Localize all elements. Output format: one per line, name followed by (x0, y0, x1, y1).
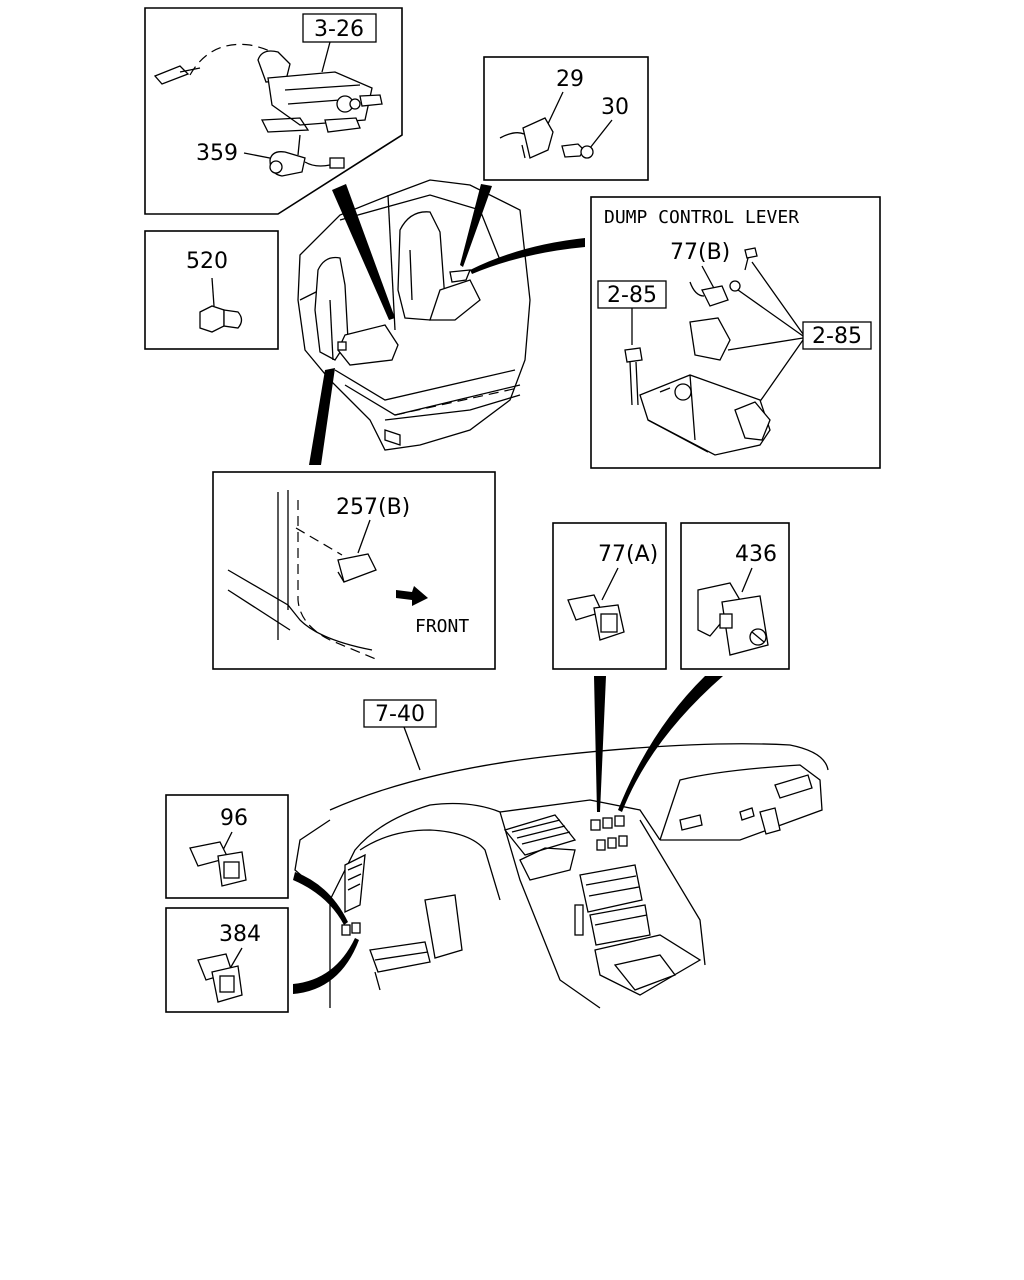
detail-panel-436: 436 (680, 522, 790, 670)
part-number-96: 96 (220, 806, 248, 831)
ref-box-2-85-right (802, 321, 872, 350)
detail-panel-29-30: 29 30 (483, 56, 649, 181)
ref-label-2-85-left: 2-85 (607, 283, 657, 308)
detail-panel-3-26: 3-26 359 (144, 7, 403, 215)
front-direction-label: FRONT (415, 616, 469, 637)
part-number-30: 30 (601, 95, 629, 120)
ref-label-3-26: 3-26 (314, 17, 364, 42)
detail-panel-dump-control-lever: DUMP CONTROL LEVER 77(B) 2-85 2-85 (590, 196, 881, 469)
detail-panel-96: 96 (165, 794, 289, 899)
part-number-436: 436 (735, 542, 777, 567)
part-number-359: 359 (196, 141, 238, 166)
part-number-520: 520 (186, 249, 228, 274)
ref-box-2-85-left (597, 280, 667, 309)
part-number-29: 29 (556, 67, 584, 92)
detail-panel-257b: 257(B) FRONT (212, 471, 496, 670)
part-number-257b: 257(B) (336, 495, 410, 520)
ref-box-7-40 (363, 699, 437, 728)
leader-wedges (293, 184, 723, 994)
detail-panel-520: 520 (144, 230, 279, 350)
ref-label-7-40: 7-40 (375, 702, 425, 727)
part-number-384: 384 (219, 922, 261, 947)
part-number-77a: 77(A) (598, 542, 658, 567)
detail-panel-77a: 77(A) (552, 522, 667, 670)
ref-label-2-85-right: 2-85 (812, 324, 862, 349)
part-number-77b: 77(B) (670, 240, 730, 265)
dump-control-lever-title: DUMP CONTROL LEVER (604, 207, 799, 228)
dashboard-drawing: 7-40 (294, 699, 829, 1009)
detail-panel-384: 384 (165, 907, 289, 1013)
ref-box-3-26 (302, 13, 377, 43)
cab-body-drawing (297, 179, 531, 451)
